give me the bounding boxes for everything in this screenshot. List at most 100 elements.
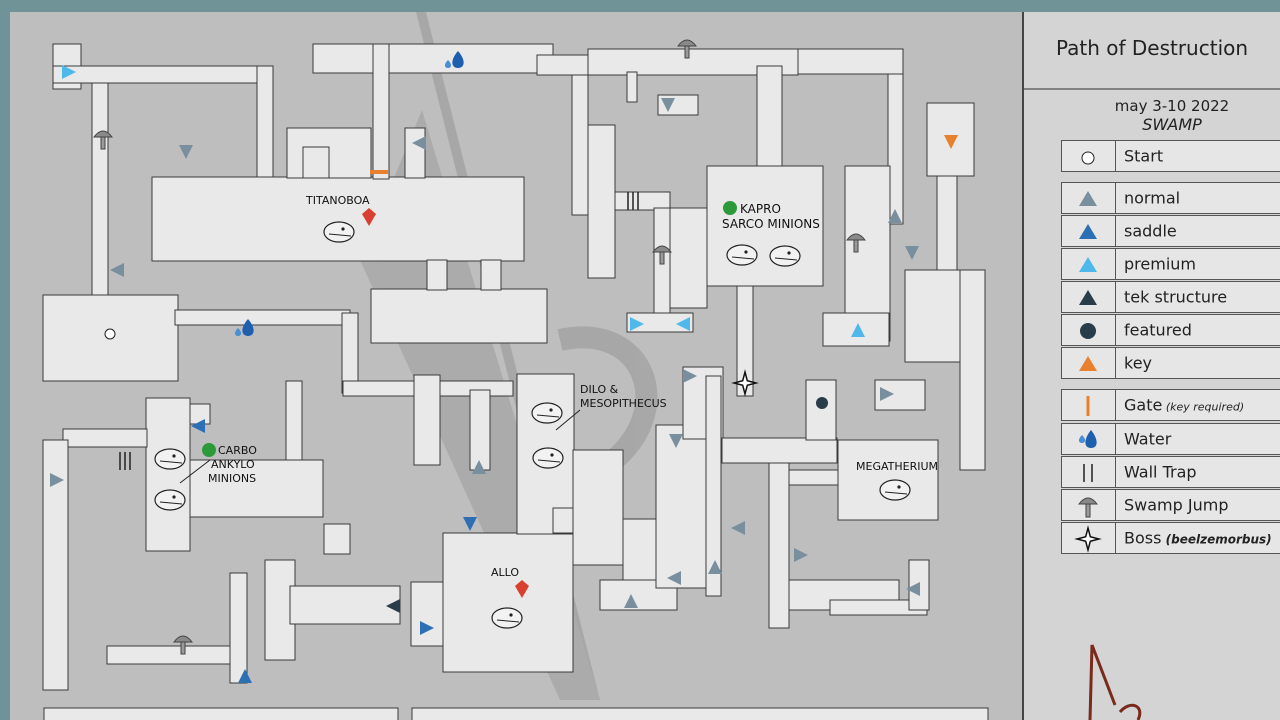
corridor-segment [413, 374, 441, 466]
corridor-segment [91, 82, 109, 299]
corridor-segment [289, 585, 401, 625]
corridor-segment [655, 424, 707, 589]
legend-row: key [1061, 347, 1280, 379]
legend-label: Water [1124, 429, 1172, 449]
normal-marker [683, 369, 697, 383]
corridor-segment [653, 207, 671, 329]
mushroom-stem [853, 239, 859, 253]
label-dilo: DILO & [580, 383, 619, 396]
legend-label: premium [1124, 254, 1196, 274]
ankylo-creature-icon [154, 489, 186, 511]
mushroom-icon [92, 130, 114, 150]
mushroom-icon [651, 245, 673, 265]
legend-label: Swamp Jump [1124, 495, 1229, 515]
corridor-segment [904, 269, 961, 363]
mushroom-stem [684, 45, 690, 59]
legend-row: Gate (key required) [1061, 389, 1280, 421]
corridor-segment [312, 43, 554, 74]
corridor-segment [572, 449, 624, 566]
corridor-segment [480, 259, 502, 291]
water-drop-icon [444, 51, 464, 68]
creature-head [491, 607, 523, 629]
map-biome: SWAMP [1142, 115, 1202, 134]
label-kapro: KAPRO [740, 202, 781, 216]
gate-icon [1062, 390, 1116, 420]
corridor-segment [372, 43, 390, 180]
creature-jaw [159, 501, 183, 505]
map-date: may 3-10 2022 [1114, 97, 1230, 115]
creature-eye [172, 495, 176, 499]
legend-label: Boss (beelzemorbus) [1124, 528, 1272, 548]
legend-label: tek structure [1124, 287, 1228, 307]
mushroom-cap [651, 245, 673, 253]
map-corridors [42, 43, 986, 691]
wall-trap-icon [119, 452, 131, 470]
creature-head [532, 447, 564, 469]
water-drop-shape [242, 319, 254, 336]
corridor-segment [705, 375, 722, 597]
legend-note: (key required) [1162, 400, 1245, 414]
corridor-segment [52, 65, 274, 84]
corridor-segment [442, 532, 574, 673]
creature-eye [549, 408, 553, 412]
corridor-segment [323, 523, 351, 555]
boss-star-icon [731, 369, 759, 397]
creature-jaw [731, 256, 755, 260]
normal-marker [179, 145, 193, 159]
water-drop-shape [444, 60, 452, 68]
corridor-segment [837, 439, 939, 521]
alpha-tag-icon [515, 580, 529, 598]
normal-marker [906, 582, 920, 596]
corridor-segment [936, 175, 958, 272]
legend-label: key [1124, 353, 1153, 373]
normal-marker [412, 136, 426, 150]
start-dot-icon [1062, 141, 1116, 171]
mushroom-stem [100, 136, 106, 150]
mushroom-stem [180, 641, 186, 655]
water-drop-icon [1062, 424, 1116, 454]
creature-head [531, 402, 563, 424]
legend-row: premium [1061, 248, 1280, 280]
legend-label: Gate (key required) [1124, 395, 1245, 415]
normal-marker [472, 460, 486, 474]
creature-head [323, 221, 355, 243]
key-marker [944, 135, 958, 149]
creature-jaw [884, 491, 908, 495]
normal-marker [667, 571, 681, 585]
normal-triangle-icon [1062, 183, 1116, 213]
water-drop-icon [234, 319, 254, 336]
label-megatherium: MEGATHERIUM [856, 460, 939, 473]
legend-row: normal [1061, 182, 1280, 214]
saddle-marker [191, 419, 205, 433]
mushroom-icon [1062, 490, 1116, 520]
normal-marker [624, 594, 638, 608]
tek-structure-marker [386, 599, 400, 613]
water-drop-shape [234, 328, 242, 336]
normal-marker [661, 98, 675, 112]
corridor-segment [768, 462, 790, 629]
corridor-segment [587, 124, 616, 279]
start-dot-icon [104, 328, 116, 340]
mushroom-cap [172, 635, 194, 643]
corridor-segment [614, 191, 671, 211]
corridor-segment [145, 397, 191, 552]
normal-marker [888, 209, 902, 223]
corridor-segment [404, 127, 426, 179]
sarco-creature-icon [769, 245, 801, 267]
featured-circle-icon [816, 397, 828, 409]
corridor-segment [469, 389, 491, 471]
premium-marker [851, 323, 865, 337]
allo-creature-icon [491, 607, 523, 629]
creature-head [154, 489, 186, 511]
corridor-segment [426, 259, 448, 291]
dilo-creature-icon [531, 402, 563, 424]
legend-row: Start [1061, 140, 1280, 172]
corridor-segment [106, 645, 248, 665]
creature-head [726, 244, 758, 266]
carbo-creature-icon [154, 448, 186, 470]
corridor-segment [285, 380, 303, 467]
legend-row: Swamp Jump [1061, 489, 1280, 521]
normal-marker [905, 246, 919, 260]
featured-circle-icon [1062, 315, 1116, 345]
normal-marker [794, 548, 808, 562]
